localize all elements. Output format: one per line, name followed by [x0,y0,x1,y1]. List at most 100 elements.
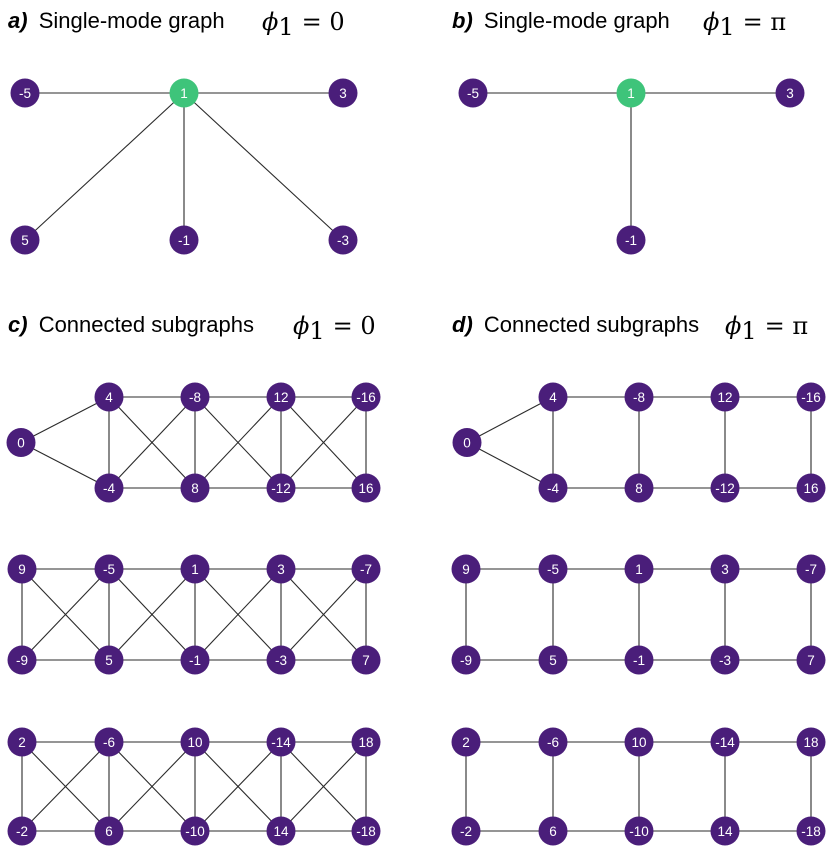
graph-node: -1 [616,225,646,255]
node-label: -10 [185,824,205,839]
node-circle [266,473,296,503]
node-label: -16 [356,390,376,405]
node-label: 1 [180,86,188,101]
node-circle [169,225,199,255]
node-circle [351,816,381,846]
panel-b-phi: ϕ [703,8,719,36]
node-circle [7,554,37,584]
graph-node: 7 [796,645,826,675]
node-circle [94,473,124,503]
node-label: -9 [16,653,28,668]
node-label: -1 [178,233,190,248]
node-label: -1 [189,653,201,668]
graph-node: -14 [266,727,296,757]
node-label: 9 [18,562,26,577]
graph-node: 14 [710,816,740,846]
graph-node: -1 [180,645,210,675]
graph-node: -10 [180,816,210,846]
panel-b-heading: b) Single-mode graph ϕ1= π [452,8,786,41]
edge-diagonal [280,568,367,661]
graph-node: 0 [452,428,482,457]
node-circle [351,382,381,412]
node-label: 18 [358,735,373,750]
node-circle [266,816,296,846]
panel-c-phi-sub: 1 [309,317,324,345]
panel-d-phi-sub: 1 [741,317,756,345]
node-label: -4 [547,481,559,496]
graph-node: 10 [624,727,654,757]
node-label: 5 [549,653,557,668]
graph-node: 14 [266,816,296,846]
graph-node: -6 [94,727,124,757]
edge-diagonal [21,568,110,661]
edge-diagonal [280,396,367,489]
node-label: 10 [631,735,646,750]
panel-d-letter: d) [452,312,473,337]
graph-node: -1 [624,645,654,675]
node-circle [94,816,124,846]
node-label: -4 [103,481,115,496]
node-label: 14 [717,824,733,839]
node-circle [624,727,654,757]
node-circle [180,727,210,757]
node-circle [538,645,568,675]
node-circle [351,727,381,757]
node-label: 12 [717,390,732,405]
node-circle [10,78,40,108]
svg-text:ϕ1= π: ϕ1= π [725,312,808,345]
svg-text:d) Connected subgraphs: d) Connected subgraphs [452,312,699,337]
node-circle [796,645,826,675]
node-circle [616,225,646,255]
graph-node: -3 [266,645,296,675]
node-circle [351,473,381,503]
node-circle [266,382,296,412]
graph-node: -6 [538,727,568,757]
node-circle [351,645,381,675]
graph-node: -9 [451,645,481,675]
graph-node: 16 [796,473,826,503]
node-label: -18 [356,824,376,839]
graph-node: -14 [710,727,740,757]
edges-layer [20,92,812,832]
graph-node: -9 [7,645,37,675]
graph-node: -4 [94,473,124,503]
graph-node: -12 [266,473,296,503]
node-circle [624,382,654,412]
node-label: -8 [189,390,201,405]
edge-a [24,92,185,241]
graph-node: -7 [796,554,826,584]
edge-diagonal [194,568,282,661]
graph-node: 0 [6,428,36,457]
panel-d-title: Connected subgraphs [484,312,699,337]
node-circle [7,727,37,757]
node-circle [451,645,481,675]
node-label: -3 [719,653,731,668]
panel-a-heading: a) Single-mode graph ϕ1= 0 [8,8,345,41]
node-circle [6,428,36,457]
node-circle [10,225,40,255]
node-label: -5 [467,86,479,101]
node-label: 9 [462,562,470,577]
node-label: 8 [635,481,643,496]
node-label: -9 [460,653,472,668]
node-circle [710,473,740,503]
edge-a [183,92,344,241]
node-circle [538,727,568,757]
node-circle [180,645,210,675]
graph-node: -5 [10,78,40,108]
graph-node: -16 [351,382,381,412]
node-circle [710,727,740,757]
svg-text:a) Single-mode graph: a) Single-mode graph [8,8,225,33]
panel-a-phi: ϕ [262,8,278,36]
graph-node: 1 [624,554,654,584]
node-circle [266,727,296,757]
node-circle [94,727,124,757]
graph-node: 3 [775,78,805,108]
node-label: 4 [549,390,557,405]
panel-d-heading: d) Connected subgraphs ϕ1= π [452,312,808,345]
graph-node: 5 [94,645,124,675]
node-label: -5 [103,562,115,577]
node-circle [796,554,826,584]
